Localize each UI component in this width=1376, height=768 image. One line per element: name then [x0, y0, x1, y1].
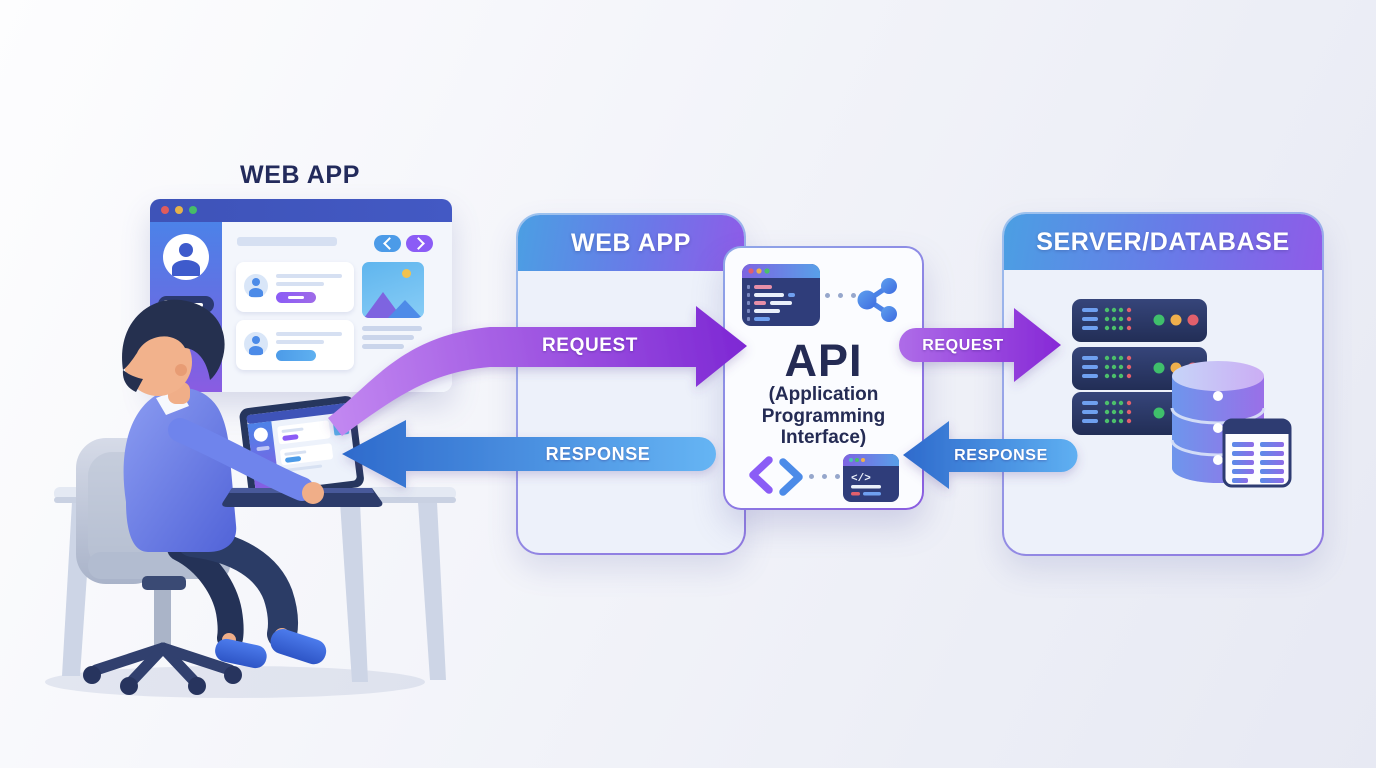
webapp-caption: WEB APP — [240, 161, 360, 189]
hand — [302, 482, 324, 504]
webapp-panel-header: WEB APP — [518, 215, 744, 271]
traffic-light-yellow-icon — [175, 206, 183, 214]
person — [122, 299, 327, 669]
traffic-light-green-icon — [189, 206, 197, 214]
server-panel-title: SERVER/DATABASE — [1036, 227, 1290, 256]
torso — [123, 387, 237, 552]
traffic-light-red-icon — [161, 206, 169, 214]
search-bar — [237, 237, 337, 246]
hair — [122, 299, 225, 380]
api-subtitle-line: Programming — [761, 405, 886, 427]
server-panel-header: SERVER/DATABASE — [1004, 214, 1322, 270]
chevron-right-icon — [411, 237, 425, 250]
api-subtitle-line: (Application — [768, 384, 879, 405]
shoe — [270, 629, 327, 665]
response-right-label: RESPONSE — [954, 447, 1048, 464]
prev-button — [374, 235, 401, 252]
code-window-icon — [742, 264, 820, 326]
api-subtitle: (Application Programming Interface) — [725, 384, 922, 449]
status-light-green — [1153, 314, 1165, 326]
dotted-connector — [825, 293, 856, 298]
chair-wheels — [83, 666, 242, 695]
request-right-label: REQUEST — [922, 337, 1004, 354]
server-rack-icon — [1072, 299, 1207, 435]
api-card: API (Application Programming Interface) … — [723, 246, 924, 510]
browser-mockup — [150, 199, 452, 392]
code-glyph: </> — [851, 473, 871, 485]
data-table-icon — [1222, 418, 1292, 488]
user-card — [236, 262, 354, 312]
api-title: API — [784, 335, 863, 386]
code-snippet-icon: </> — [843, 454, 899, 502]
status-light-red — [1187, 314, 1199, 326]
action-pill-blue — [276, 350, 316, 361]
api-subtitle-line: Interface) — [780, 427, 867, 448]
chevron-left-icon — [382, 237, 396, 250]
status-light-green — [1153, 407, 1165, 419]
person-at-desk-illustration — [45, 299, 456, 698]
user-avatar-icon — [244, 332, 268, 356]
shoe — [215, 638, 267, 669]
webapp-panel: WEB APP — [516, 213, 746, 555]
action-pill-purple — [276, 292, 316, 303]
user-avatar-icon — [244, 274, 268, 298]
code-brackets-icon — [749, 456, 803, 496]
server-database-illustration — [1072, 299, 1292, 488]
sun-icon — [402, 269, 411, 278]
office-chair-stem — [154, 586, 171, 646]
next-button — [406, 235, 433, 252]
request-left-label: REQUEST — [541, 335, 639, 356]
response-left-label: RESPONSE — [545, 444, 651, 464]
status-light-amber — [1170, 314, 1182, 326]
ear — [175, 364, 187, 376]
share-network-icon — [857, 278, 897, 322]
office-chair-base — [90, 642, 236, 688]
webapp-panel-title: WEB APP — [571, 228, 691, 257]
user-avatar-icon — [163, 234, 209, 280]
server-panel: SERVER/DATABASE — [1002, 212, 1324, 556]
browser-titlebar — [150, 199, 452, 222]
status-light-green — [1153, 362, 1165, 374]
arm — [168, 418, 314, 501]
